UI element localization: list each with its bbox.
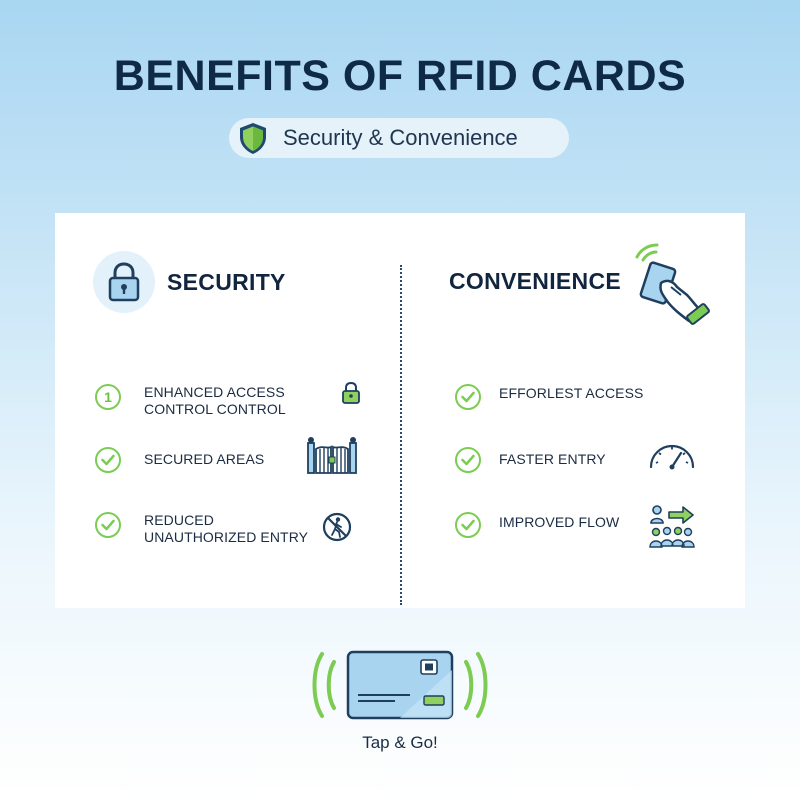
item-label: Efforlest Access <box>499 385 644 401</box>
subtitle-text: Security & Convenience <box>283 125 518 150</box>
rfid-card-icon <box>312 650 488 720</box>
lock-badge <box>93 251 155 313</box>
page-title: BENEFITS OF RFID CARDS <box>113 52 687 100</box>
item-label: Improved Flow <box>499 514 620 530</box>
security-heading: SECURITY <box>167 268 286 295</box>
subtitle-badge: Security & Convenience <box>229 118 569 158</box>
checkmark-icon <box>95 512 121 538</box>
item-label: Faster Entry <box>499 451 606 467</box>
column-divider <box>400 265 402 605</box>
list-item-access-control: 1 Enhanced Access Control Control <box>95 384 344 418</box>
benefits-panel: SECURITY CONVENIENCE 1 Enhanced Access C… <box>55 213 745 608</box>
tap-and-go-label: Tap & Go! <box>362 733 438 752</box>
list-item-faster-entry: Faster Entry <box>455 447 699 473</box>
checkmark-icon <box>95 447 121 473</box>
shield-icon <box>240 123 266 154</box>
item-label: Reduced Unauthorized Entry <box>144 512 309 545</box>
convenience-heading: CONVENIENCE <box>449 268 621 294</box>
list-item-improved-flow: Improved Flow <box>455 512 699 538</box>
padlock-icon <box>342 381 360 404</box>
convenience-header: CONVENIENCE <box>449 268 621 295</box>
checkmark-icon <box>455 447 481 473</box>
hand-tap-card-icon <box>635 243 710 325</box>
no-entry-icon <box>322 512 352 542</box>
item-label: Enhanced Access Control Control <box>144 384 286 417</box>
checkmark-icon <box>455 384 481 410</box>
crowd-arrow-icon <box>649 505 695 548</box>
list-item-effortless-access: Efforlest Access <box>455 384 699 410</box>
speedometer-icon <box>649 444 695 470</box>
number-one-icon: 1 <box>95 384 121 410</box>
item-label: Secured Areas <box>144 451 265 467</box>
list-item-secured-areas: Secured Areas <box>95 447 344 473</box>
lock-icon <box>108 262 140 302</box>
security-header: SECURITY <box>93 251 286 313</box>
checkmark-icon <box>455 512 481 538</box>
gate-icon <box>307 437 357 474</box>
list-item-reduced-entry: Reduced Unauthorized Entry <box>95 512 324 546</box>
